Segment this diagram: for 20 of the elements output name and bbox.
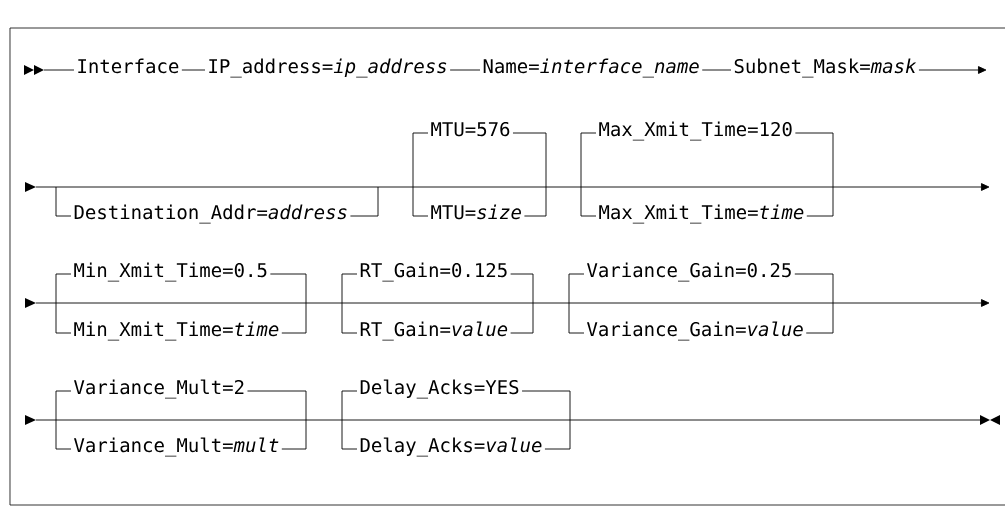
syntax-keyword: Variance_Mult=2 — [74, 379, 244, 399]
syntax-keyword: Name=interface_name — [483, 58, 699, 78]
syntax-keyword: Max_Xmit_Time=120 — [599, 121, 792, 141]
syntax-keyword: Min_Xmit_Time=time — [74, 321, 279, 341]
syntax-keyword: Delay_Acks=YES — [360, 379, 519, 399]
syntax-keyword: RT_Gain=value — [360, 321, 508, 341]
syntax-keyword: Variance_Gain=0.25 — [587, 262, 791, 282]
syntax-keyword: Delay_Acks=value — [360, 437, 542, 457]
syntax-keyword: Interface — [78, 58, 179, 74]
syntax-keyword: Destination_Addr=address — [74, 204, 347, 224]
syntax-keyword: Max_Xmit_Time=time — [599, 204, 804, 224]
syntax-keyword: Variance_Mult=mult — [74, 437, 279, 457]
arrow — [918, 66, 987, 74]
syntax-keyword: IP_address=ip_address — [209, 58, 447, 78]
syntax-keyword: MTU=size — [431, 204, 521, 220]
syntax-keyword: MTU=576 — [431, 121, 510, 137]
syntax-keyword: Subnet_Mask=mask — [734, 58, 917, 78]
syntax-keyword: RT_Gain=0.125 — [360, 262, 507, 282]
syntax-keyword: Min_Xmit_Time=0.5 — [74, 262, 267, 282]
syntax-keyword: Variance_Gain=value — [587, 321, 803, 341]
